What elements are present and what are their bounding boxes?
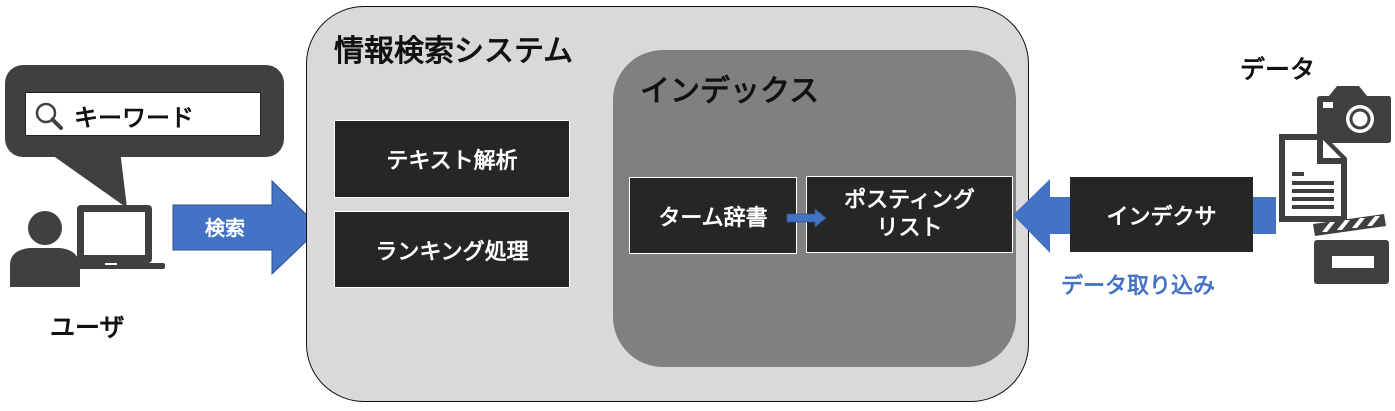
magnifier-icon	[35, 102, 63, 130]
posting-list-line2: リスト	[876, 215, 943, 241]
user-laptop-icon	[10, 205, 165, 287]
search-keyword: キーワード	[74, 104, 194, 132]
indexer-box: インデクサ	[1070, 177, 1253, 252]
search-arrow	[172, 179, 321, 276]
term-dictionary-box: ターム辞書	[629, 177, 797, 254]
data-import-label: データ取り込み	[1061, 274, 1216, 299]
clapperboard-icon	[1313, 214, 1389, 284]
index-title: インデックス	[640, 74, 820, 109]
search-box: キーワード	[25, 92, 261, 136]
document-icon	[1279, 134, 1347, 222]
text-analysis-box: テキスト解析	[334, 120, 570, 198]
camera-icon	[1317, 86, 1391, 143]
data-label: データ	[1240, 55, 1316, 84]
ranking-box: ランキング処理	[334, 211, 570, 288]
posting-list-box: ポスティング リスト	[806, 176, 1013, 253]
speech-bubble-tail	[45, 150, 127, 208]
dictionary-to-posting-arrow	[786, 208, 827, 228]
search-arrow-label: 検索	[205, 216, 245, 240]
user-label: ユーザ	[50, 313, 125, 342]
system-title: 情報検索システム	[334, 34, 574, 69]
posting-list-line1: ポスティング	[844, 187, 975, 213]
